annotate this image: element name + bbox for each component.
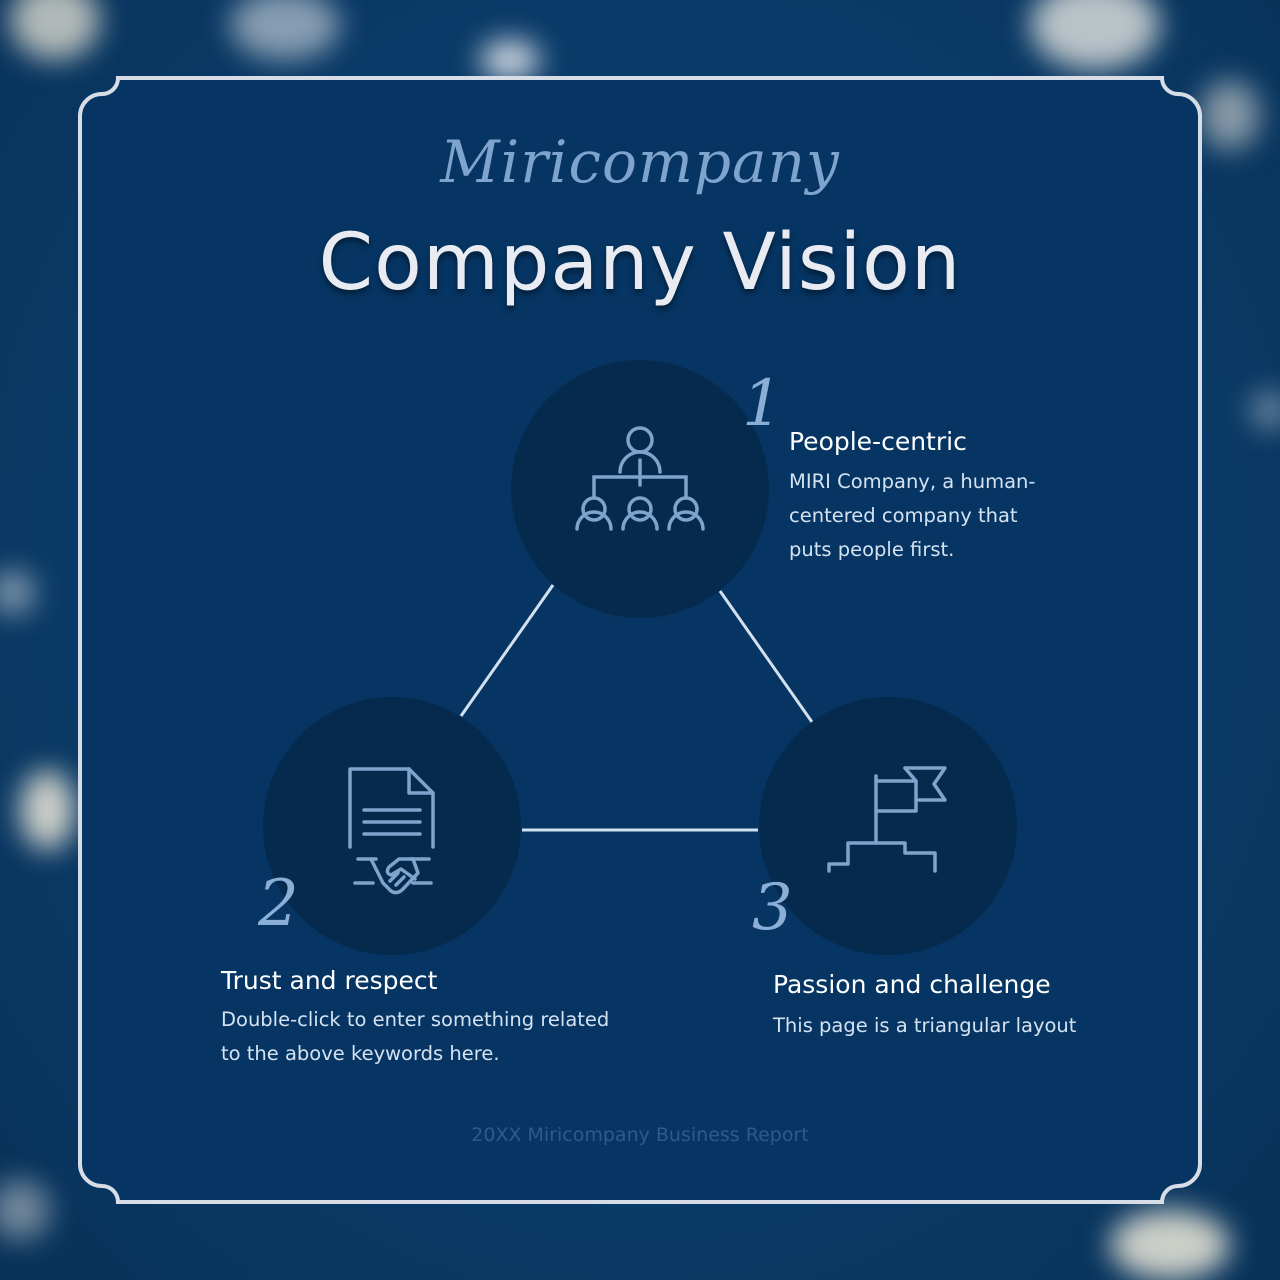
item-description-passion-challenge: This page is a triangular layout [773, 1009, 1076, 1043]
item-description-people-centric: MIRI Company, a human- centered company … [789, 465, 1035, 567]
flag-summit-icon [827, 766, 947, 873]
vision-circle-passion [759, 697, 1017, 955]
item-title-people-centric: People-centric [789, 427, 967, 456]
desc-line: This page is a triangular layout [773, 1014, 1077, 1037]
desc-line: centered company that [789, 504, 1018, 527]
desc-line: to the above keywords here. [221, 1042, 500, 1065]
vision-circle-trust [263, 697, 521, 955]
item-number-2: 2 [258, 867, 299, 941]
item-number-1: 1 [742, 367, 783, 441]
brand-script-logo: Miricompany [440, 128, 840, 196]
desc-line: Double-click to enter something related [221, 1008, 610, 1031]
item-title-trust-respect: Trust and respect [221, 966, 438, 995]
footer-report-label: 20XX Miricompany Business Report [471, 1124, 809, 1146]
org-chart-icon [575, 426, 705, 531]
contract-handshake-icon [348, 767, 435, 895]
page-title: Company Vision [318, 218, 962, 308]
desc-line: puts people first. [789, 538, 955, 561]
item-title-passion-challenge: Passion and challenge [773, 970, 1051, 999]
connector-line-top-left [459, 584, 555, 717]
connector-line-top-right [718, 590, 814, 723]
item-description-trust-respect: Double-click to enter something related … [221, 1003, 609, 1071]
vision-circle-people [511, 360, 769, 618]
desc-line: MIRI Company, a human- [789, 470, 1036, 493]
item-number-3: 3 [752, 871, 793, 945]
